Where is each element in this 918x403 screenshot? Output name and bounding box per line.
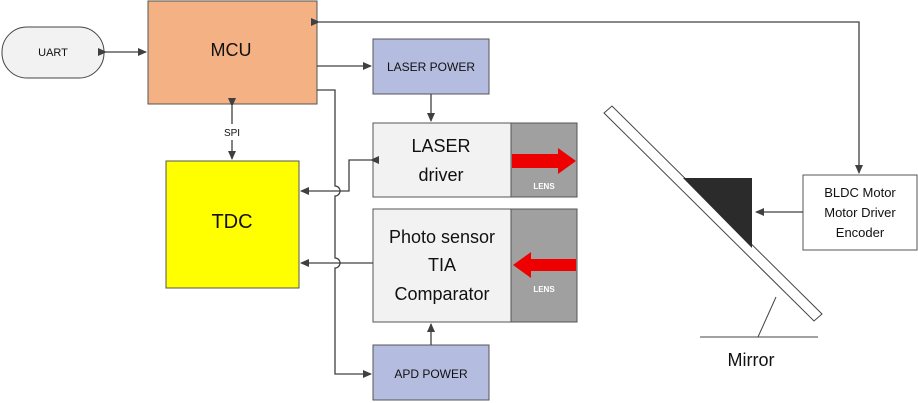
light-in-arrow — [513, 252, 576, 278]
bldc-block: BLDC Motor Motor Driver Encoder — [802, 174, 918, 251]
spi-label: SPI — [224, 128, 240, 139]
laser-power-block: LASER POWER — [372, 38, 490, 95]
mirror-assembly: Mirror — [603, 105, 823, 370]
tdc-block: TDC — [165, 160, 300, 289]
mcu-apdpower-link — [317, 89, 372, 378]
laser-power-label: LASER POWER — [387, 60, 475, 74]
photo-line3: Comparator — [394, 284, 489, 304]
lens-bottom-label: LENS — [533, 285, 555, 294]
apd-power-label: APD POWER — [394, 367, 468, 381]
uart-node: UART — [1, 26, 105, 79]
uart-label: UART — [38, 47, 68, 59]
mirror-plate — [603, 105, 823, 322]
photo-sensor-block: Photo sensor TIA Comparator LENS — [372, 208, 578, 323]
connections — [98, 18, 863, 378]
photo-line2: TIA — [428, 255, 456, 275]
lens-top-label: LENS — [533, 182, 555, 191]
bldc-line3: Encoder — [836, 225, 885, 240]
mcu-block: MCU — [147, 0, 318, 105]
photo-line1: Photo sensor — [389, 227, 495, 247]
tdc-label: TDC — [211, 211, 252, 233]
laser-driver-line2: driver — [418, 165, 463, 185]
mcu-label: MCU — [211, 40, 252, 60]
laser-driver-block: LASER driver LENS — [372, 122, 578, 198]
mcu-bldc-link — [311, 18, 863, 174]
apd-power-block: APD POWER — [372, 344, 490, 401]
bldc-line1: BLDC Motor — [824, 185, 896, 200]
mirror-mount — [683, 178, 752, 248]
laser-driver-line1: LASER — [411, 136, 470, 156]
mirror-label: Mirror — [728, 350, 775, 370]
mirror-support — [757, 296, 777, 338]
bldc-line2: Motor Driver — [824, 205, 896, 220]
